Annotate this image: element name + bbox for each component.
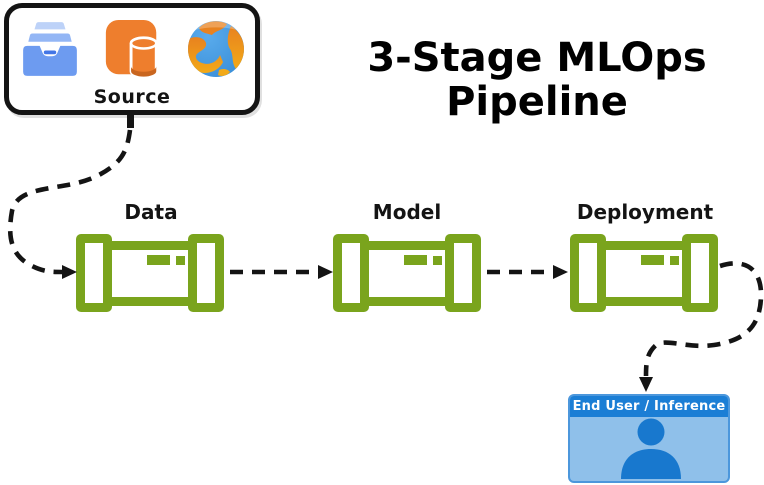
pipe-flange-left <box>570 234 606 312</box>
pipe-mark-dot <box>176 256 185 265</box>
stage-label-model: Model <box>372 200 442 224</box>
pipe-body <box>598 241 690 306</box>
pipe-deployment <box>570 234 718 312</box>
diagram-title: 3-Stage MLOps Pipeline <box>337 36 737 124</box>
enduser-box: End User / Inference <box>568 394 730 483</box>
source-label: Source <box>93 86 171 108</box>
pipe-body <box>104 241 196 306</box>
pipe-mark-dot <box>433 256 442 265</box>
stage-label-data: Data <box>124 200 178 224</box>
source-icons <box>19 17 247 81</box>
pipe-flange-left <box>333 234 369 312</box>
stage-label-deployment: Deployment <box>576 200 714 224</box>
title-line-2: Pipeline <box>446 79 628 125</box>
arrowhead-data-to-model <box>318 265 333 279</box>
person-icon <box>621 418 681 479</box>
arrowhead-model-to-deployment <box>553 265 568 279</box>
pipe-model <box>333 234 481 312</box>
arrowhead-source-to-data <box>62 265 77 279</box>
database-icon <box>105 19 158 79</box>
pipe-body <box>361 241 453 306</box>
pipe-flange-left <box>76 234 112 312</box>
pipe-flange-right <box>682 234 718 312</box>
pipe-mark-dash <box>404 255 427 265</box>
pipe-mark-dot <box>670 256 679 265</box>
arrowhead-deployment-to-enduser <box>639 377 653 392</box>
pipe-flange-right <box>188 234 224 312</box>
enduser-header: End User / Inference <box>570 396 728 417</box>
source-box: Source <box>4 3 260 115</box>
pipe-data <box>76 234 224 312</box>
pipe-flange-right <box>445 234 481 312</box>
pipe-mark-dash <box>147 255 170 265</box>
inbox-tray-icon <box>23 22 77 76</box>
globe-icon <box>188 20 244 77</box>
title-line-1: 3-Stage MLOps <box>367 35 707 81</box>
pipe-mark-dash <box>641 255 664 265</box>
